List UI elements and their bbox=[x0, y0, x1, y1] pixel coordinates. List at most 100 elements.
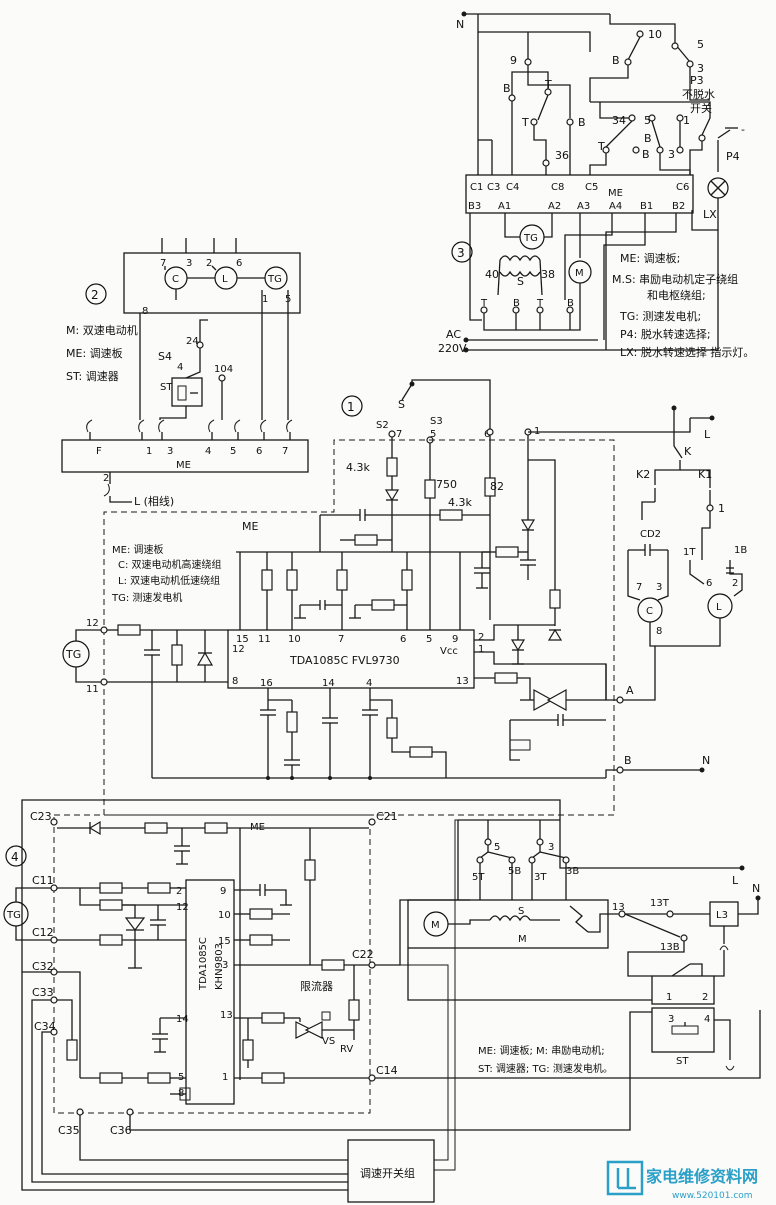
d1-pin-2l: 2 bbox=[732, 578, 738, 589]
d3-pin-34: 34 bbox=[612, 114, 626, 127]
d1-r-750: 750 bbox=[436, 478, 457, 491]
d3-pin-b1: B bbox=[612, 54, 620, 67]
d1-legend-2: L: 双速电动机低速绕组 bbox=[118, 574, 220, 587]
d1-pin-7c: 7 bbox=[636, 582, 642, 593]
d3-c6: C6 bbox=[676, 182, 689, 193]
d3-legend-2: 和电枢绕组; bbox=[647, 288, 706, 302]
d3-tg: TG bbox=[523, 233, 538, 244]
d3-n-label: N bbox=[456, 18, 464, 31]
d4-pin-13b: 13B bbox=[660, 942, 680, 953]
watermark-logo-icon bbox=[606, 1160, 644, 1196]
d2-s4: S4 bbox=[158, 350, 172, 363]
d1-board-me: ME bbox=[242, 520, 258, 533]
d3-c3: C3 bbox=[487, 182, 500, 193]
d4-ic-1: 1 bbox=[222, 1072, 228, 1083]
d4-st-pin-2: 2 bbox=[702, 992, 708, 1003]
d4-motor-m2: M bbox=[518, 934, 527, 945]
d1-r-82: 82 bbox=[490, 480, 504, 493]
d1-motor-c: C bbox=[646, 606, 653, 617]
d4-pin-13: 13 bbox=[612, 902, 625, 913]
d3-s: S bbox=[517, 275, 524, 288]
d1-ic-1: 1 bbox=[478, 644, 484, 655]
d3-ac: AC bbox=[446, 328, 461, 341]
d3-a3: A3 bbox=[577, 201, 590, 212]
watermark-url: www.520101.com bbox=[672, 1191, 753, 1201]
d1-legend-0: ME: 调速板 bbox=[112, 543, 164, 556]
d1-node-b: B bbox=[624, 754, 632, 767]
d3-c4: C4 bbox=[506, 182, 519, 193]
d1-s3: S3 bbox=[430, 416, 443, 427]
d3-pin-t3: T bbox=[597, 140, 605, 153]
d4-legend-1: ST: 调速器; TG: 测速发电机。 bbox=[478, 1062, 613, 1075]
d4-motor-m: M bbox=[431, 920, 440, 931]
d4-ic-14: 14 bbox=[176, 1014, 189, 1025]
d4-c23: C23 bbox=[30, 810, 52, 823]
d3-bb2: B bbox=[567, 298, 574, 309]
d3-p3: P3 bbox=[690, 74, 704, 87]
diagram-4: 4 ME C23 C21 C11 C12 TG bbox=[3, 799, 761, 1203]
d3-bt1: T bbox=[480, 298, 488, 309]
d4-pin-n: N bbox=[752, 882, 760, 895]
d4-st-pin-3: 3 bbox=[668, 1014, 674, 1025]
d4-rv: RV bbox=[340, 1044, 353, 1055]
d1-ic-14: 14 bbox=[322, 678, 335, 689]
d1-ic-12: 12 bbox=[232, 644, 245, 655]
d1-ic-6: 6 bbox=[400, 634, 406, 645]
d1-ic-5: 5 bbox=[426, 634, 432, 645]
d1-s: S bbox=[398, 398, 405, 411]
d2-ground-pin: 2 bbox=[103, 473, 109, 484]
d4-legend-0: ME: 调速板; M: 串励电动机; bbox=[478, 1044, 605, 1057]
d4-pin-5: 5 bbox=[494, 842, 500, 853]
d1-pin-5: 5 bbox=[430, 429, 436, 440]
d2-side-1: 1 bbox=[262, 294, 268, 305]
d2-side-8: 8 bbox=[142, 306, 148, 317]
d2-top-6: 6 bbox=[236, 258, 242, 269]
d3-pin-38: 38 bbox=[541, 268, 555, 281]
d4-ic-10: 10 bbox=[218, 910, 231, 921]
d2-line-label: L (相线) bbox=[134, 494, 174, 508]
d3-bt2: T bbox=[536, 298, 544, 309]
d4-ic-3: 3 bbox=[222, 960, 228, 971]
d4-motor-s: S bbox=[518, 906, 524, 917]
d2-board-3: 3 bbox=[167, 446, 173, 457]
d4-ic-15: 15 bbox=[218, 936, 231, 947]
d3-no-spin-label: 不脱水 bbox=[682, 87, 715, 101]
d3-c8: C8 bbox=[551, 182, 564, 193]
d1-tg: TG bbox=[65, 648, 81, 661]
fig2-number: 2 bbox=[91, 288, 99, 302]
d1-k1: K1 bbox=[698, 468, 712, 481]
d4-limiter: 限流器 bbox=[300, 979, 333, 993]
d3-pin-b4: B bbox=[642, 148, 650, 161]
d2-board-7: 7 bbox=[282, 446, 288, 457]
d3-pin-5: 5 bbox=[697, 38, 704, 51]
d4-pin-3b: 3B bbox=[566, 866, 579, 877]
d3-b3: B3 bbox=[468, 201, 481, 212]
d1-k2: K2 bbox=[636, 468, 650, 481]
d1-r-4k3-b: 4.3k bbox=[448, 496, 472, 509]
d1-ic-13: 13 bbox=[456, 676, 469, 687]
d3-pin-5b: 5 bbox=[644, 114, 651, 127]
d1-tg-pin-11: 11 bbox=[86, 684, 99, 695]
d3-legend-0: ME: 调速板; bbox=[620, 251, 680, 265]
d4-ic-2: 2 bbox=[176, 886, 182, 897]
d3-a1: A1 bbox=[498, 201, 511, 212]
d1-ic-8: 8 bbox=[232, 676, 238, 687]
d2-board-1: 1 bbox=[146, 446, 152, 457]
d4-c14: C14 bbox=[376, 1064, 398, 1077]
d3-c1: C1 bbox=[470, 182, 483, 193]
d1-legend-3: TG: 测速发电机 bbox=[111, 591, 182, 604]
d3-a4: A4 bbox=[609, 201, 622, 212]
d2-st: ST bbox=[160, 382, 173, 393]
d4-c35: C35 bbox=[58, 1124, 80, 1137]
d1-pin-3c: 3 bbox=[656, 582, 662, 593]
d1-motor-l: L bbox=[716, 602, 722, 613]
d4-c33: C33 bbox=[32, 986, 54, 999]
d1-s2: S2 bbox=[376, 420, 389, 431]
d4-c34: C34 bbox=[34, 1020, 56, 1033]
d4-st-pin-4: 4 bbox=[704, 1014, 710, 1025]
d1-ic-7: 7 bbox=[338, 634, 344, 645]
d4-pin-3: 3 bbox=[548, 842, 554, 853]
d4-vs: VS bbox=[322, 1036, 335, 1047]
d4-st-label: ST bbox=[676, 1056, 689, 1067]
d3-pin-3: 3 bbox=[697, 62, 704, 75]
